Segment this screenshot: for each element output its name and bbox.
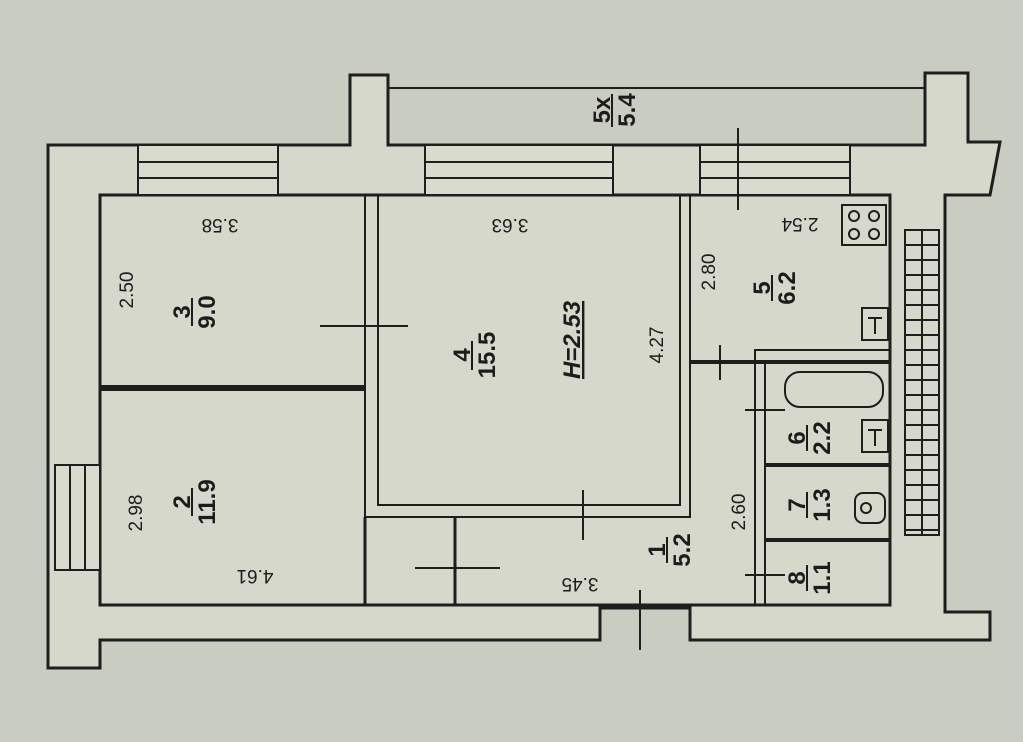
room-1: 3.45 2.60 1 5.2 — [562, 494, 750, 594]
room-4: 3.63 4 15.5 H=2.53 4.27 — [449, 214, 668, 379]
room-4-ceiling-height: H=2.53 — [559, 300, 586, 379]
stove-icon — [841, 204, 887, 246]
window-room-5 — [699, 128, 851, 210]
room-3-area: 9.0 — [194, 295, 221, 328]
room-1-width: 2.60 — [729, 494, 750, 531]
room-4-width: 4.27 — [647, 327, 668, 364]
room-4-number: 4 — [449, 348, 476, 362]
fixtures — [784, 204, 940, 536]
room-6: 6 2.2 — [784, 421, 836, 454]
sink-icon — [861, 307, 889, 341]
room-1-length: 3.45 — [562, 573, 599, 594]
staircase-icon — [904, 229, 940, 536]
room-5: 2.54 2.80 5 6.2 — [699, 213, 818, 305]
room-7-number: 7 — [784, 498, 811, 511]
room-2-width: 2.98 — [126, 495, 147, 532]
bathtub-icon — [784, 371, 884, 408]
room-5-area: 6.2 — [774, 271, 801, 304]
room-2: 4.61 2.98 2 11.9 — [126, 479, 273, 586]
room-3: 3.58 2.50 3 9.0 — [117, 214, 238, 329]
room-7-area: 1.3 — [809, 488, 836, 521]
toilet-icon — [854, 492, 886, 524]
room-8-area: 1.1 — [809, 561, 836, 594]
outer-walls — [46, 71, 1002, 670]
interior-walls — [100, 194, 891, 650]
windows — [54, 128, 851, 571]
room-1-area: 5.2 — [669, 533, 696, 566]
room-5-number: 5 — [749, 281, 776, 294]
room-2-number: 2 — [169, 495, 196, 508]
room-3-width: 2.50 — [117, 272, 138, 309]
room-5-width: 2.80 — [699, 254, 720, 291]
balcony-area: 5.4 — [614, 93, 641, 127]
washbasin-icon — [861, 419, 889, 453]
room-2-length: 4.61 — [237, 565, 274, 586]
room-8: 8 1.1 — [784, 561, 836, 594]
window-room-2 — [54, 464, 101, 571]
room-1-number: 1 — [644, 543, 671, 556]
room-6-number: 6 — [784, 431, 811, 444]
room-7: 7 1.3 — [784, 488, 836, 521]
room-4-length: 3.63 — [492, 214, 529, 235]
room-3-length: 3.58 — [202, 214, 239, 235]
room-2-area: 11.9 — [194, 479, 221, 524]
window-room-4 — [424, 144, 614, 196]
room-5-length: 2.54 — [781, 213, 818, 234]
room-4-area: 15.5 — [474, 332, 501, 379]
room-8-number: 8 — [784, 571, 811, 584]
room-3-number: 3 — [169, 305, 196, 318]
room-6-area: 2.2 — [809, 421, 836, 454]
window-room-3 — [137, 144, 279, 196]
balcony: 5x 5.4 — [589, 93, 641, 127]
